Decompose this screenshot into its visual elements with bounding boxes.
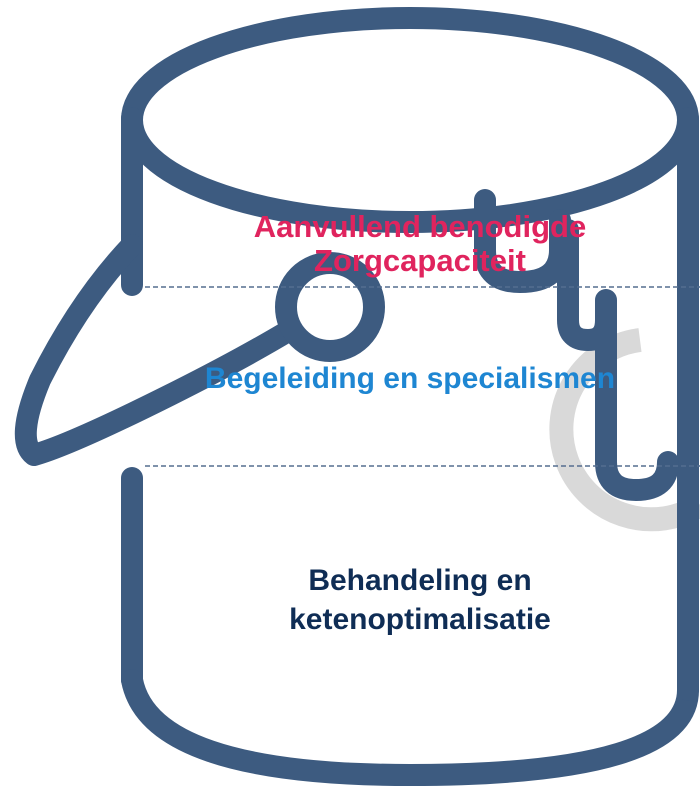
bucket-rim bbox=[121, 7, 699, 233]
bucket-bottom bbox=[121, 669, 699, 786]
handle-arm bbox=[14, 234, 301, 466]
layer-label-middle: Begeleiding en specialismen bbox=[204, 362, 616, 395]
layer-label-top: Aanvullend benodigde Zorgcapaciteit bbox=[253, 209, 587, 279]
layer-label-bottom: Behandeling en ketenoptimalisatie bbox=[289, 564, 551, 636]
handle-ring-icon bbox=[275, 252, 385, 362]
paint-drip-icon bbox=[474, 189, 679, 501]
paint-bucket-icon bbox=[14, 7, 699, 786]
